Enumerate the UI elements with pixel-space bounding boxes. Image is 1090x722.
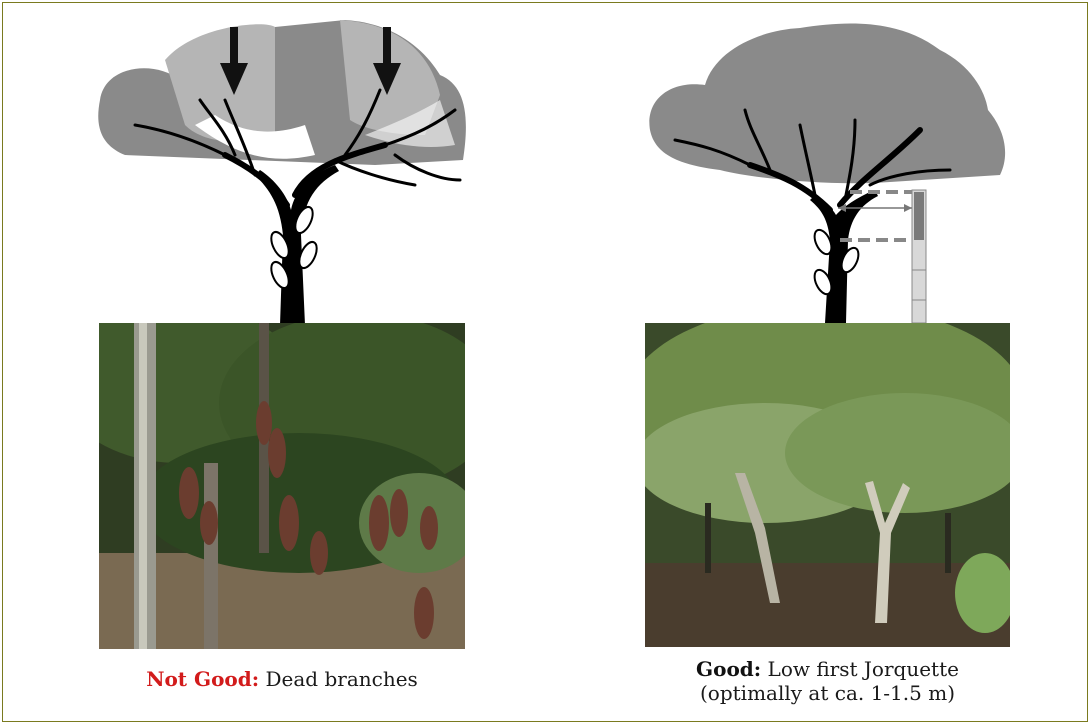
bad-tree-photo — [99, 323, 465, 649]
bad-caption: Not Good: Dead branches — [99, 667, 465, 691]
cocoa-pod-icon — [270, 205, 318, 290]
bad-label: Not Good: — [146, 667, 260, 691]
arrow-down-icon — [220, 27, 248, 95]
good-caption: Good: Low first Jorquette (optimally at … — [645, 657, 1010, 705]
cocoa-pod-icon — [813, 228, 860, 296]
good-tree-canopy — [649, 23, 1006, 184]
height-ruler-icon — [838, 189, 927, 323]
good-text-2: (optimally at ca. 1-1.5 m) — [700, 681, 955, 705]
good-label: Good: — [696, 657, 762, 681]
arrow-down-icon — [373, 27, 401, 95]
good-tree-photo — [645, 323, 1010, 647]
bad-tree-trunk — [133, 88, 462, 325]
bad-text: Dead branches — [265, 667, 418, 691]
bad-tree-illustration — [98, 20, 466, 325]
bad-tree-canopy — [98, 20, 466, 165]
good-tree-illustration — [649, 23, 1006, 323]
good-text: Low first Jorquette — [767, 657, 959, 681]
